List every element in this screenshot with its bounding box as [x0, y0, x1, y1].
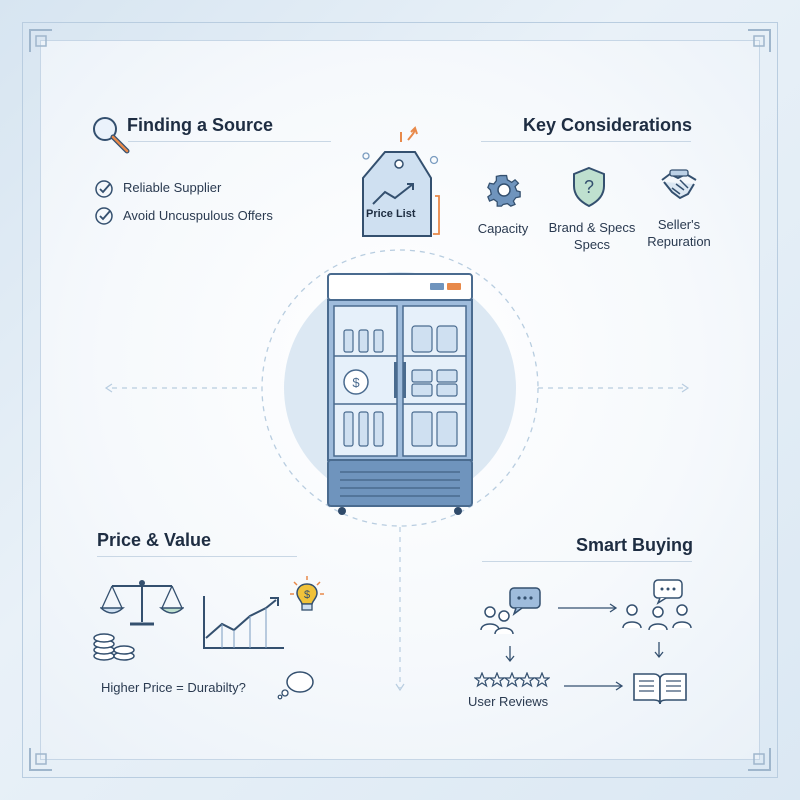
- finding-source-item-2: Avoid Uncuspulous Offers: [123, 208, 273, 223]
- finding-source-rule: [128, 141, 331, 142]
- smart-buying-title: Smart Buying: [576, 535, 694, 555]
- refrigerator-illustration: $: [327, 273, 473, 515]
- corner-ornament-top-left: [29, 29, 52, 52]
- capacity-label: Capacity: [477, 221, 529, 236]
- arrow-right-icon: [558, 603, 618, 613]
- rising-chart-icon: [203, 596, 284, 649]
- lightbulb-dollar-icon: $: [290, 576, 324, 611]
- key-considerations-rule: [481, 141, 691, 142]
- coins-stack-icon: [93, 633, 135, 661]
- corner-ornament-top-right: [748, 29, 771, 52]
- seller-reputation-label: Seller's Repuration: [647, 217, 711, 249]
- svg-text:$: $: [352, 375, 360, 390]
- key-considerations-title: Key Considerations: [523, 115, 693, 135]
- svg-text:?: ?: [584, 177, 594, 197]
- finding-source-title: Finding a Source: [127, 115, 274, 135]
- thought-bubble-icon: [277, 671, 314, 700]
- svg-text:$: $: [304, 589, 310, 601]
- check-circle-icon: [95, 180, 113, 198]
- arrow-down-icon: [654, 642, 664, 659]
- users-chat-icon: [480, 587, 541, 635]
- outer-frame: [22, 22, 778, 778]
- corner-ornament-bottom-right: [748, 748, 771, 771]
- shield-question-icon: ?: [573, 166, 605, 208]
- price-tag-icon: [362, 126, 440, 237]
- handshake-icon: [661, 169, 697, 200]
- price-value-rule: [97, 556, 297, 557]
- user-reviews-label: User Reviews: [468, 694, 549, 709]
- gear-icon: [487, 174, 521, 207]
- check-circle-icon: [95, 207, 113, 225]
- magnifier-icon: [93, 117, 130, 154]
- price-value-title: Price & Value: [97, 530, 212, 550]
- group-discussion-icon: [622, 579, 692, 631]
- price-value-caption: Higher Price = Durabilty?: [101, 680, 246, 695]
- arrow-right-icon: [564, 681, 624, 691]
- five-stars-icon: [474, 672, 550, 688]
- open-book-icon: [633, 673, 687, 705]
- balance-scale-icon: [100, 580, 184, 626]
- arrow-down-icon: [505, 646, 515, 663]
- corner-ornament-bottom-left: [29, 748, 52, 771]
- price-list-label: Price List: [366, 208, 416, 220]
- brand-specs-label: Brand & Specs Specs: [548, 220, 636, 252]
- smart-buying-rule: [482, 561, 692, 562]
- finding-source-item-1: Reliable Supplier: [123, 180, 222, 195]
